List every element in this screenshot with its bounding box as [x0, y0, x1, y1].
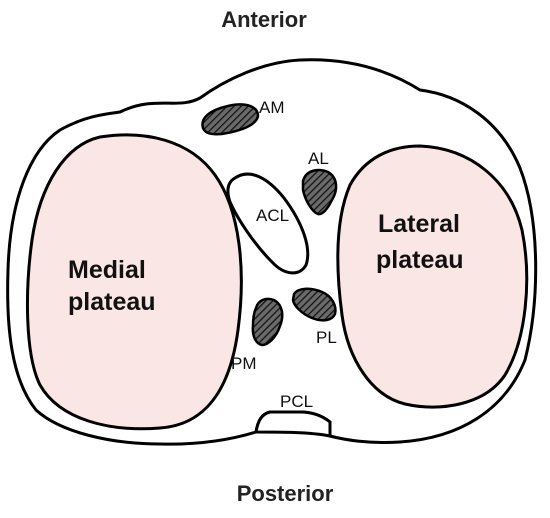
acl-label: ACL — [256, 206, 289, 225]
anterior-label: Anterior — [221, 7, 307, 32]
pl-horn-insertion — [291, 287, 337, 322]
medial-plateau-label-line1: Medial — [68, 256, 146, 284]
pcl-label: PCL — [280, 392, 313, 411]
am-label: AM — [259, 98, 285, 117]
posterior-label: Posterior — [237, 481, 334, 506]
acl-insertion — [226, 172, 310, 275]
medial-plateau-label-line2: plateau — [68, 288, 156, 316]
pm-label: PM — [231, 354, 257, 373]
medial-plateau — [25, 133, 243, 431]
lateral-plateau — [336, 144, 529, 409]
lateral-plateau-label-line2: plateau — [376, 246, 464, 274]
pm-horn-insertion — [251, 297, 284, 347]
lateral-plateau-label-line1: Lateral — [378, 210, 460, 238]
pl-label: PL — [316, 328, 337, 347]
pcl-insertion — [254, 410, 332, 438]
al-label: AL — [308, 149, 329, 168]
al-horn-insertion — [301, 168, 338, 216]
am-horn-insertion — [201, 103, 260, 136]
